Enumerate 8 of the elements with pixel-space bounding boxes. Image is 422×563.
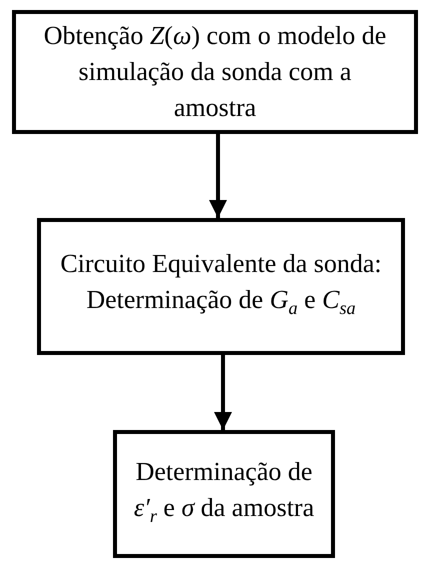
step-text: Circuito Equivalente da sonda: Determinação de G$_{a}$ e C$_{sa}$	[59, 248, 383, 321]
step-text: Determinação de ε′$_{r}$ e σ da amostra	[132, 456, 316, 528]
arrow	[209, 134, 227, 218]
process-box	[37, 218, 405, 355]
process-box	[12, 10, 418, 134]
step-text: Obtenção Z(ω) com o modelo de simulação da sonda com a amostra	[42, 20, 388, 124]
process-box	[113, 430, 335, 558]
arrow	[214, 355, 232, 430]
